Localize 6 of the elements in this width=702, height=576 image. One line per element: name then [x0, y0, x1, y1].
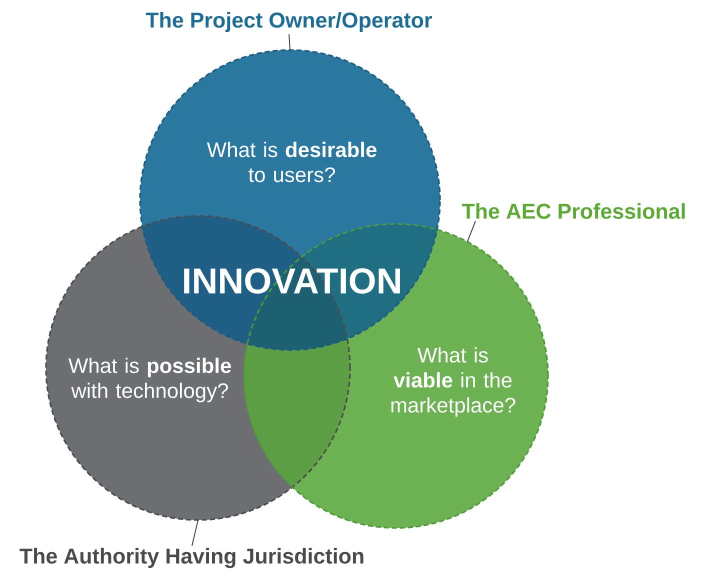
circle-title: The Project Owner/Operator — [146, 12, 432, 32]
leader-line — [192, 520, 198, 546]
leader-line — [288, 34, 290, 50]
circle-title: The Authority Having Jurisdiction — [20, 548, 364, 568]
circle-title: The AEC Professional — [462, 203, 685, 219]
leader-line — [466, 220, 476, 242]
